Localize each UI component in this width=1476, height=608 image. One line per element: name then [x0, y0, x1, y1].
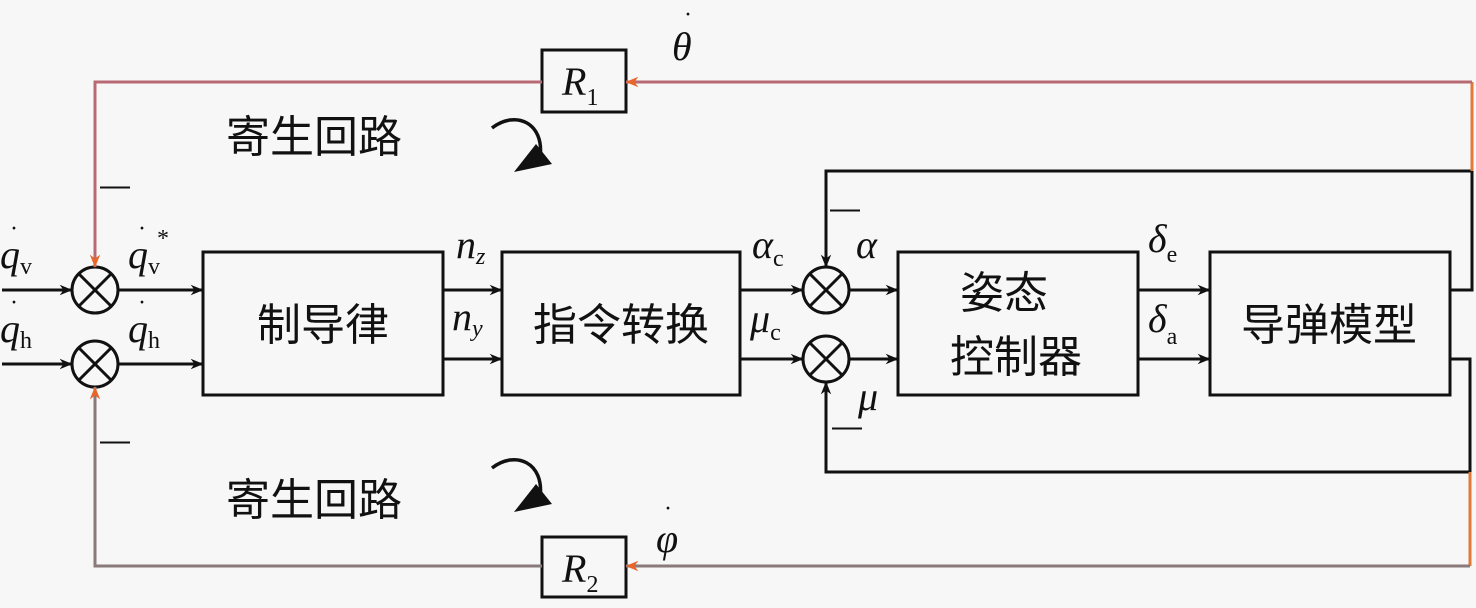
- signal-label-qh-out: · qh: [128, 290, 160, 354]
- signal-label-ny: ny: [452, 294, 483, 342]
- svg-text:·: ·: [684, 2, 692, 28]
- command-conversion-label: 指令转换: [533, 300, 709, 351]
- svg-text:·: ·: [10, 216, 18, 242]
- svg-text:·: ·: [138, 290, 146, 316]
- svg-text:qv: qv: [128, 232, 160, 280]
- svg-text:δe: δe: [1148, 216, 1177, 268]
- svg-text:qv: qv: [0, 232, 32, 280]
- signal-label-mu-c: μc: [749, 296, 781, 346]
- minus-sign-alpha: —: [830, 192, 860, 225]
- svg-text:*: *: [157, 226, 169, 252]
- signal-label-delta-a: δa: [1148, 296, 1178, 350]
- signal-label-qv-star: · qv *: [128, 216, 169, 280]
- missile-model-block: [1208, 250, 1452, 397]
- parasitic-loop-label-top: 寄生回路: [226, 112, 402, 163]
- svg-text:α: α: [856, 222, 878, 267]
- svg-text:μ: μ: [857, 374, 878, 419]
- signal-label-mu: μ: [857, 374, 878, 419]
- signal-label-theta-dot: · θ: [672, 2, 692, 69]
- svg-text:qh: qh: [128, 306, 160, 354]
- svg-text:ny: ny: [452, 294, 483, 342]
- sum-junction-mu: [801, 334, 851, 384]
- svg-text:qh: qh: [0, 306, 32, 354]
- signal-label-phi-dot: · φ: [656, 496, 678, 561]
- sum-junction-qv: [70, 265, 120, 315]
- curved-arrow-icon-top: [490, 117, 552, 172]
- svg-text:θ: θ: [672, 24, 692, 69]
- mu-feedback-wire: [820, 357, 1472, 474]
- attitude-controller-block: [896, 250, 1140, 397]
- svg-text:μc: μc: [749, 296, 781, 346]
- attitude-controller-label-2: 控制器: [950, 332, 1082, 383]
- minus-sign-qh: —: [100, 424, 130, 457]
- signal-label-nz: nz: [456, 222, 486, 270]
- missile-model-label: 导弹模型: [1241, 300, 1417, 351]
- minus-sign-mu: —: [832, 410, 862, 443]
- svg-text:φ: φ: [656, 516, 678, 561]
- parasitic-loop-label-bottom: 寄生回路: [226, 475, 402, 526]
- minus-sign-qv: —: [100, 169, 130, 202]
- svg-text:·: ·: [138, 216, 146, 242]
- svg-text:·: ·: [10, 290, 18, 316]
- signal-label-alpha-c: αc: [752, 222, 784, 272]
- guidance-law-label: 制导律: [257, 300, 389, 351]
- r2-output-wire: [89, 386, 542, 568]
- signal-label-qh: · qh: [0, 290, 32, 354]
- svg-text:δa: δa: [1148, 296, 1178, 350]
- r1-output-wire: [89, 80, 542, 268]
- signal-label-delta-e: δe: [1148, 216, 1177, 268]
- r2-label: R2: [561, 546, 598, 598]
- svg-text:nz: nz: [456, 222, 486, 270]
- signal-label-qv: · qv: [0, 216, 32, 280]
- attitude-controller-label-1: 姿态: [960, 268, 1048, 319]
- command-conversion-block: [500, 250, 742, 397]
- signal-label-alpha: α: [856, 222, 878, 267]
- guidance-law-block: [201, 250, 445, 397]
- svg-text:αc: αc: [752, 222, 784, 272]
- svg-text:·: ·: [664, 496, 672, 522]
- curved-arrow-icon-bottom: [490, 457, 552, 512]
- r1-label: R1: [561, 59, 598, 111]
- sum-junction-alpha: [801, 265, 851, 315]
- sum-junction-qh: [70, 339, 120, 389]
